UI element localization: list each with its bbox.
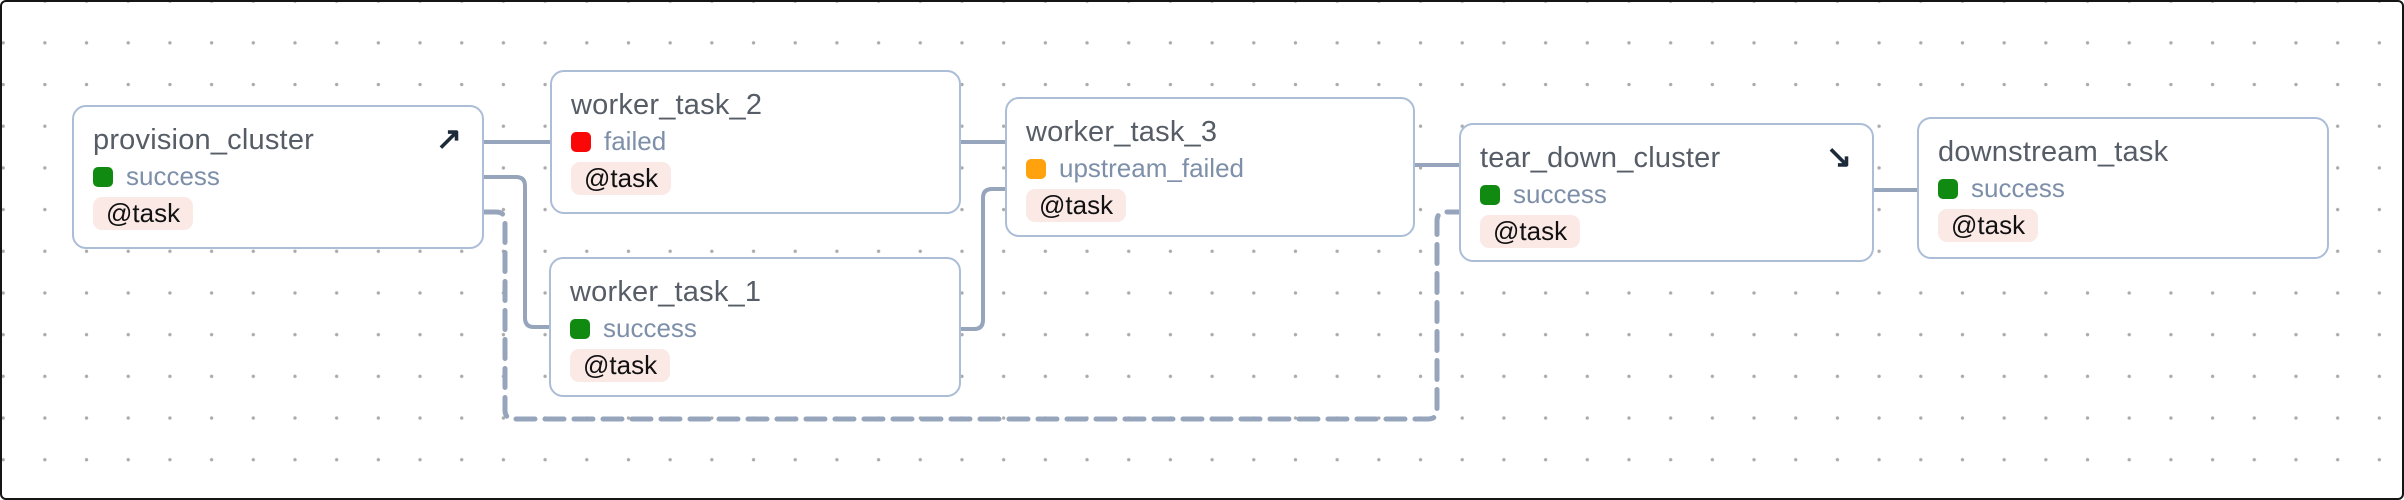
edge-provision_cluster-to-worker_task_1 — [484, 175, 549, 329]
task-status-row: success — [1480, 179, 1854, 210]
task-decorator-badge: @task — [570, 349, 671, 382]
status-label: success — [1971, 173, 2065, 203]
arrow-down-right-icon: ↘ — [1826, 139, 1852, 174]
task-name: worker_task_3 — [1026, 116, 1218, 148]
task-status-row: failed — [571, 126, 941, 157]
task-node-tear-down-cluster[interactable]: tear_down_cluster ↘ success @task — [1459, 123, 1874, 262]
task-node-provision-cluster[interactable]: provision_cluster ↗ success @task — [72, 105, 484, 249]
status-color-square — [1026, 158, 1046, 179]
task-decorator-badge: @task — [1026, 189, 1127, 222]
task-decorator-badge: @task — [1480, 215, 1581, 248]
status-label: failed — [604, 126, 667, 156]
task-name: provision_cluster — [93, 124, 314, 156]
task-status-row: success — [93, 161, 464, 192]
task-status-row: success — [570, 313, 941, 344]
status-color-square — [93, 166, 113, 187]
task-node-worker-task-3[interactable]: worker_task_3 upstream_failed @task — [1005, 97, 1415, 237]
task-decorator-badge: @task — [93, 197, 194, 230]
task-name: worker_task_1 — [570, 276, 762, 308]
task-status-row: success — [1938, 173, 2309, 204]
task-name: downstream_task — [1938, 136, 2169, 168]
task-name: worker_task_2 — [571, 89, 763, 121]
status-color-square — [1480, 184, 1500, 205]
edge-worker_task_1-to-worker_task_3 — [961, 187, 1005, 331]
task-status-row: upstream_failed — [1026, 153, 1395, 184]
status-color-square — [570, 318, 590, 339]
status-label: success — [1513, 179, 1607, 209]
task-node-worker-task-1[interactable]: worker_task_1 success @task — [549, 257, 961, 397]
status-label: success — [126, 161, 220, 191]
arrow-up-right-icon: ↗ — [436, 121, 462, 156]
task-name: tear_down_cluster — [1480, 142, 1721, 174]
task-node-downstream-task[interactable]: downstream_task success @task — [1917, 117, 2329, 259]
status-color-square — [1938, 178, 1958, 199]
task-decorator-badge: @task — [571, 162, 672, 195]
task-node-worker-task-2[interactable]: worker_task_2 failed @task — [550, 70, 961, 214]
status-color-square — [571, 131, 591, 152]
status-label: success — [603, 313, 697, 343]
task-decorator-badge: @task — [1938, 209, 2039, 242]
status-label: upstream_failed — [1059, 153, 1244, 183]
